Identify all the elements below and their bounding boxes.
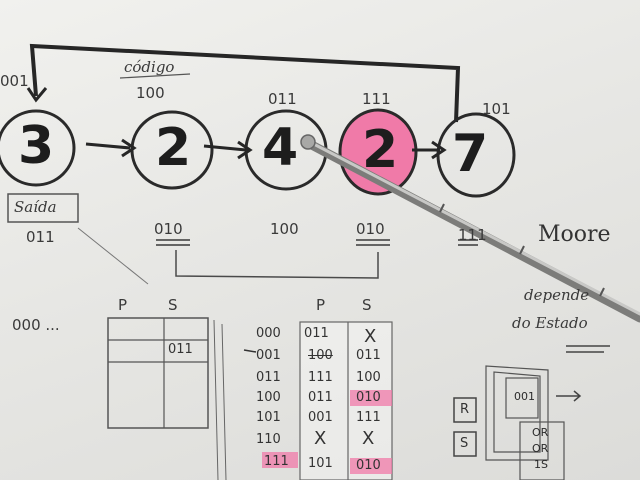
table-row: 000 xyxy=(256,326,281,341)
state-code-5: 101 xyxy=(482,100,511,118)
table-cell-p: 100 xyxy=(308,348,333,363)
moore-title: Moore xyxy=(538,222,611,247)
moore-underline xyxy=(566,345,610,353)
arrowhead-4-5 xyxy=(431,140,447,160)
state-code-1: 001 xyxy=(0,72,29,90)
big-table-header-p: P xyxy=(316,296,326,314)
below-value-1: 010 xyxy=(154,220,183,238)
state-label-5: 7 xyxy=(452,124,489,184)
arrow-1-2 xyxy=(85,142,131,150)
saida-pointer-line xyxy=(77,227,149,285)
highlight-cell-111 xyxy=(262,452,298,468)
state-circle-1 xyxy=(0,109,76,187)
big-table-header-s: S xyxy=(362,296,372,314)
output-arrow xyxy=(556,390,582,402)
table-row: 101 xyxy=(256,410,281,425)
arrowhead-1-2 xyxy=(121,138,137,158)
arrow-2-3 xyxy=(203,144,247,152)
register-outline-inner xyxy=(493,371,541,453)
feedback-line xyxy=(29,43,461,123)
highlight-cell-010-b xyxy=(350,458,392,474)
moore-note-1: depende xyxy=(524,286,590,304)
saida-value: 011 xyxy=(26,228,55,246)
register-bits: 001 xyxy=(514,390,535,403)
row-pointer-arrow xyxy=(243,349,257,353)
box-s-label: S xyxy=(460,436,469,451)
small-table-grid xyxy=(108,318,208,428)
small-table-header-p: P xyxy=(118,296,128,314)
table-cell-p: X xyxy=(314,428,327,449)
state-label-2: 2 xyxy=(155,118,192,178)
below-value-2: 100 xyxy=(270,220,299,238)
table-cell-p: 011 xyxy=(308,390,333,405)
small-table-cell: 011 xyxy=(168,342,193,357)
or-box xyxy=(519,421,565,480)
state-label-4: 2 xyxy=(362,120,399,180)
box-r xyxy=(453,397,477,423)
bracket-line xyxy=(175,250,379,279)
left-sequence: 000 ... xyxy=(12,316,60,334)
saida-box xyxy=(7,193,79,223)
table-cell-s: 100 xyxy=(356,370,381,385)
table-cell-s: X xyxy=(364,326,377,347)
small-table-frame xyxy=(107,317,209,429)
table-row: 001 xyxy=(256,348,281,363)
table-cell-s: X xyxy=(362,428,375,449)
table-cell-p: 011 xyxy=(304,326,329,341)
underline-a xyxy=(156,239,190,246)
table-cell-p: 001 xyxy=(308,410,333,425)
table-row: 111 xyxy=(264,454,289,469)
underline-b xyxy=(356,239,390,246)
table-cell-s: 011 xyxy=(356,348,381,363)
table-cell-p: 101 xyxy=(308,456,333,471)
table-cell-s: 111 xyxy=(356,410,381,425)
table-row: 110 xyxy=(256,432,281,447)
register-box xyxy=(505,377,539,419)
moore-note-2: do Estado xyxy=(512,314,588,332)
table-row: 100 xyxy=(256,390,281,405)
saida-label: Saída xyxy=(14,198,57,216)
below-value-4: 111 xyxy=(458,226,487,244)
state-code-2: 100 xyxy=(136,84,165,102)
table-row: 011 xyxy=(256,370,281,385)
or-line-3: 1S xyxy=(534,458,548,471)
codigo-underline xyxy=(119,73,191,79)
small-table-header-s: S xyxy=(168,296,178,314)
table-cell-p: 111 xyxy=(308,370,333,385)
or-line-2: OR xyxy=(532,442,549,455)
state-code-3: 011 xyxy=(268,90,297,108)
table-divider-lines xyxy=(213,319,227,480)
pointer-stick xyxy=(300,134,640,323)
underline-c xyxy=(458,239,478,246)
feedback-arrowhead xyxy=(26,87,48,103)
highlight-cell-010-a xyxy=(350,390,392,406)
state-label-1: 3 xyxy=(18,116,55,176)
state-code-4: 111 xyxy=(362,90,391,108)
codigo-label: código xyxy=(124,58,175,76)
table-cell-s: 010 xyxy=(356,458,381,473)
below-value-3: 010 xyxy=(356,220,385,238)
arrowhead-2-3 xyxy=(237,140,253,160)
or-line-1: OR xyxy=(532,426,549,439)
box-s xyxy=(453,431,477,457)
table-cell-s: 010 xyxy=(356,390,381,405)
state-label-3: 4 xyxy=(262,118,299,178)
box-r-label: R xyxy=(460,402,470,417)
register-outline-outer xyxy=(485,365,549,461)
